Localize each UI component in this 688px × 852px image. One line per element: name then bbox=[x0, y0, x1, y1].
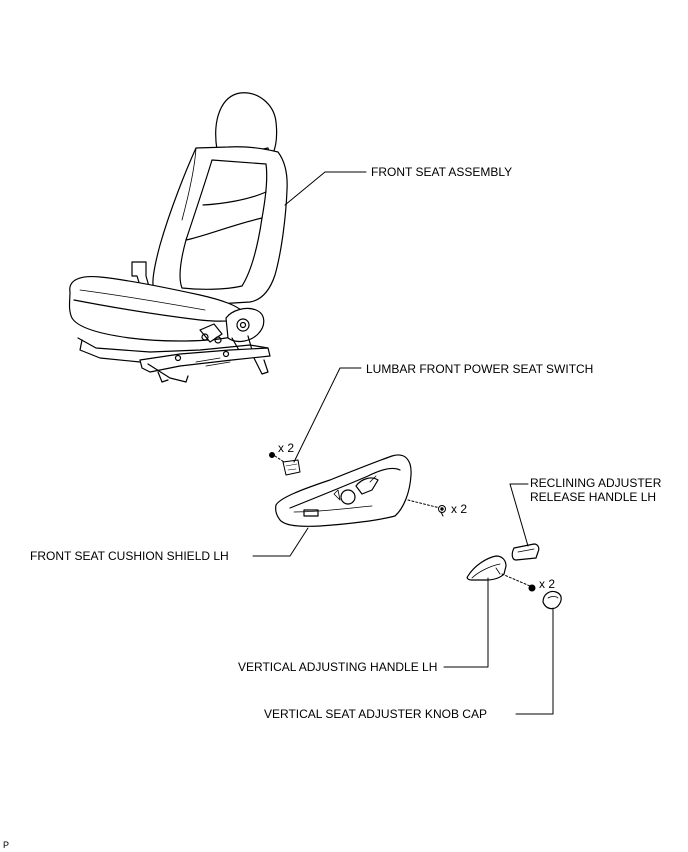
handle-screw bbox=[501, 573, 536, 592]
qty-switch-screws: x 2 bbox=[278, 441, 295, 455]
figure-code: P bbox=[3, 840, 10, 850]
front-seat-assembly bbox=[68, 92, 288, 383]
qty-shield-clip: x 2 bbox=[451, 502, 468, 516]
knob-cap-part bbox=[542, 590, 562, 610]
cushion-shield-part bbox=[275, 454, 412, 527]
lumbar-switch-part bbox=[282, 459, 301, 476]
switch-screw bbox=[269, 452, 285, 463]
qty-handle-screws: x 2 bbox=[539, 577, 556, 591]
label-front-seat-assembly: FRONT SEAT ASSEMBLY bbox=[371, 165, 513, 179]
leader-line-vertical-handle bbox=[443, 577, 489, 668]
label-knob-cap: VERTICAL SEAT ADJUSTER KNOB CAP bbox=[264, 707, 487, 721]
leader-line-shield bbox=[252, 527, 309, 557]
leader-line-knob-cap bbox=[515, 607, 554, 715]
label-lumbar-switch: LUMBAR FRONT POWER SEAT SWITCH bbox=[366, 362, 594, 376]
label-cushion-shield: FRONT SEAT CUSHION SHIELD LH bbox=[30, 549, 229, 563]
reclining-handle-part bbox=[511, 543, 540, 561]
shield-clip bbox=[407, 499, 446, 517]
label-reclining-handle-line1: RECLINING ADJUSTER bbox=[530, 476, 662, 490]
label-reclining-handle-line2: RELEASE HANDLE LH bbox=[530, 490, 657, 504]
label-vertical-handle: VERTICAL ADJUSTING HANDLE LH bbox=[238, 660, 438, 674]
leader-line-seat bbox=[284, 171, 367, 206]
vertical-handle-part bbox=[466, 555, 507, 581]
leader-line-reclining bbox=[509, 483, 529, 547]
leader-line-lumbar bbox=[293, 367, 362, 463]
